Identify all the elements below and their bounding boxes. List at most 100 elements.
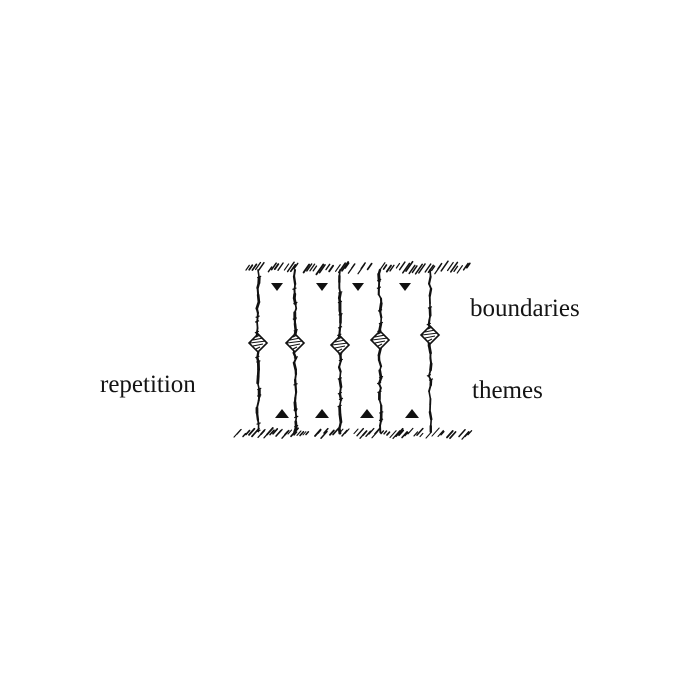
hatch-stroke (277, 262, 284, 271)
column-stroke (427, 344, 432, 355)
hatch-stroke (315, 263, 325, 276)
themes-label: themes (472, 377, 543, 404)
hatch-stroke (302, 263, 311, 274)
bottom-hatched-band (233, 427, 473, 440)
hatch-stroke (379, 262, 386, 270)
diamond-hatch (371, 337, 389, 341)
column-stroke (427, 275, 432, 285)
column-4 (369, 268, 391, 434)
diamond-hatch (252, 337, 264, 341)
diamond-node (247, 332, 269, 354)
down-triangle-1 (271, 283, 283, 291)
hatch-stroke (344, 428, 350, 435)
top-hatched-band (245, 260, 471, 276)
hatch-stroke (449, 431, 457, 440)
hatch-stroke (272, 428, 279, 435)
hatch-stroke (329, 429, 335, 436)
hatch-stroke (401, 430, 408, 439)
hatch-stroke (254, 261, 262, 271)
hatch-stroke (395, 427, 404, 438)
diamond-node (419, 324, 441, 346)
hatch-stroke (398, 429, 405, 437)
hatch-stroke (258, 261, 265, 271)
down-triangle-2 (316, 283, 328, 291)
diamond-hatch (334, 339, 346, 343)
hatch-stroke (320, 430, 328, 440)
column-stroke (338, 377, 343, 389)
hatch-stroke (270, 262, 277, 271)
diamond-hatch (337, 348, 343, 352)
hatch-stroke (287, 429, 293, 435)
hatch-stroke (351, 263, 356, 269)
diamond-hatch (374, 340, 386, 344)
hatch-stroke (418, 263, 426, 274)
hatch-stroke (465, 262, 471, 269)
up-triangle-3 (360, 409, 374, 418)
hatch-stroke (335, 264, 341, 272)
hatch-stroke (353, 428, 359, 435)
diamond-node (369, 329, 391, 351)
hatch-stroke (462, 262, 469, 271)
up-triangle-1 (275, 409, 289, 418)
hatch-stroke (458, 428, 466, 438)
diamond-hatch (292, 334, 298, 338)
hatch-stroke (328, 264, 335, 273)
hatch-stroke (437, 429, 444, 438)
up-triangle-2 (315, 409, 329, 418)
hatch-stroke (385, 264, 392, 273)
hatch-stroke (293, 431, 298, 436)
hatch-stroke (383, 430, 388, 435)
column-stroke (337, 427, 342, 435)
diamond-hatch (331, 342, 349, 346)
diamond-hatch (286, 340, 304, 344)
hatch-stroke (386, 431, 391, 436)
column-2 (284, 268, 306, 434)
column-1 (247, 269, 269, 433)
down-triangle-3 (352, 283, 364, 291)
hatch-stroke (467, 430, 473, 436)
hatch-stroke (248, 264, 254, 271)
hatch-stroke (427, 264, 435, 274)
hatch-stroke (317, 429, 322, 434)
hatch-stroke (398, 261, 406, 271)
hatch-stroke (286, 261, 295, 273)
hatch-stroke (456, 265, 463, 274)
diamond-node (329, 334, 351, 356)
hatch-stroke (245, 264, 250, 271)
hatch-stroke (236, 428, 242, 435)
diamond-hatch (289, 343, 301, 347)
column-stroke (428, 390, 432, 400)
hatch-stroke (408, 264, 416, 275)
hatch-stroke (284, 430, 289, 436)
hatch-stroke (248, 427, 256, 436)
hatch-stroke (344, 262, 350, 269)
hatch-stroke (296, 430, 302, 436)
column-stroke (429, 269, 432, 278)
diamond-hatch (255, 334, 261, 338)
hatch-stroke (267, 266, 273, 273)
hatch-stroke (309, 263, 316, 272)
diamond-hatch (289, 337, 301, 341)
hatch-stroke (414, 263, 424, 275)
hatch-stroke (266, 427, 274, 436)
hatch-stroke (273, 263, 280, 271)
diamond-hatch (255, 346, 261, 350)
diamond-hatch (292, 346, 298, 350)
hatch-stroke (242, 432, 247, 438)
column-3 (329, 269, 351, 435)
diamond-hatch (424, 329, 436, 333)
hatch-stroke (293, 262, 299, 270)
diamond-hatch (252, 343, 264, 347)
diamond-hatch (374, 334, 386, 338)
hatch-stroke (464, 431, 470, 438)
hatch-stroke (430, 265, 436, 272)
hatch-stroke (341, 261, 350, 272)
column-stroke (378, 309, 383, 319)
hatch-stroke (382, 264, 388, 270)
hatch-stroke (360, 262, 366, 270)
hatch-stroke (283, 263, 290, 271)
column-stroke (255, 411, 260, 422)
hatch-stroke (411, 265, 418, 274)
hatch-stroke (325, 263, 331, 271)
column-stroke (292, 275, 297, 286)
